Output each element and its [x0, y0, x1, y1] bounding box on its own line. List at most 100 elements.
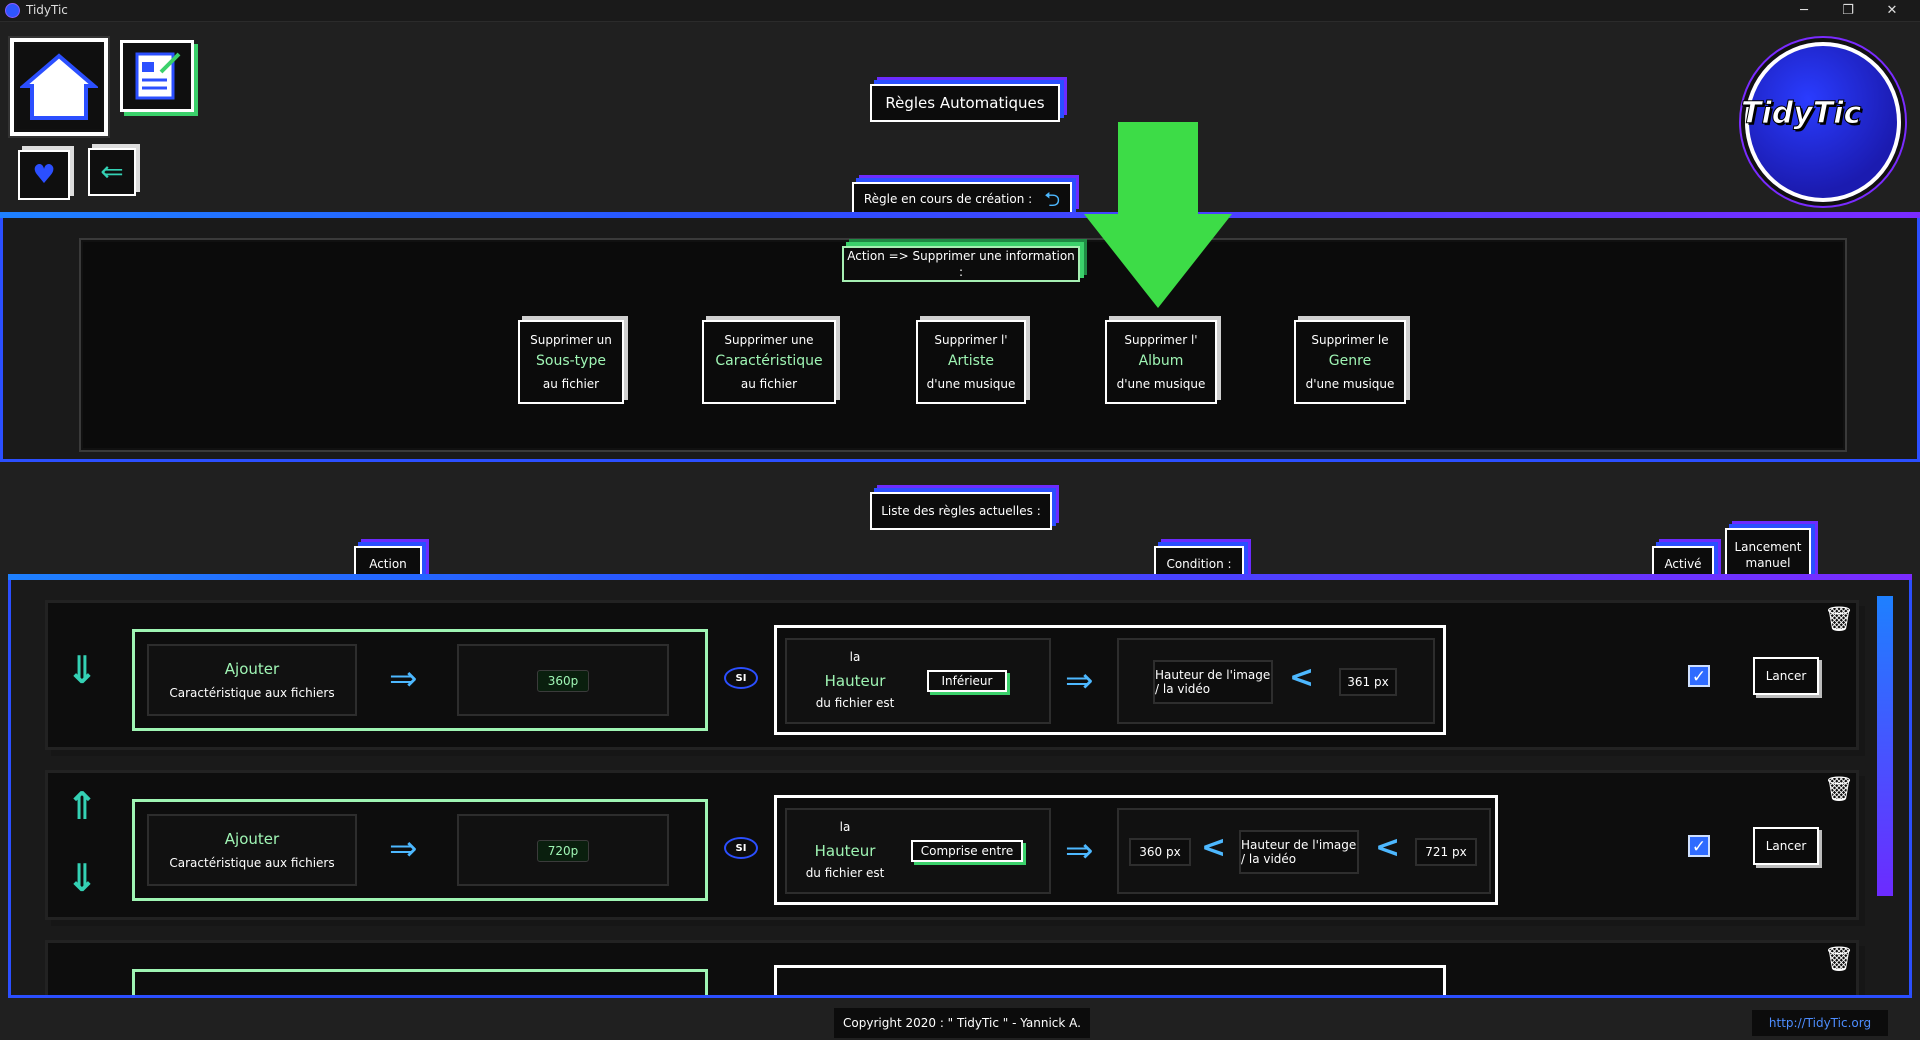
close-button[interactable]: ✕ — [1886, 3, 1898, 18]
condition-field: la Hauteur du fichier est Inférieur — [785, 638, 1051, 724]
app-icon — [5, 3, 20, 18]
rule-row: ⇑ ⇓ Ajouter Caractéristique aux fichiers… — [45, 770, 1859, 920]
delete-genre-button[interactable]: Supprimer le Genre d'une musique — [1294, 320, 1406, 404]
launch-button[interactable]: Lancer — [1753, 827, 1819, 865]
operator-dropdown[interactable]: Comprise entre — [911, 840, 1023, 862]
rule-condition-box: la Hauteur du fichier est Inférieur ⇒ Ha… — [774, 625, 1446, 735]
btn-line3: au fichier — [542, 376, 600, 391]
cond-field: Hauteur — [814, 842, 876, 860]
window-title: TidyTic — [26, 3, 68, 17]
action-desc: Ajouter Caractéristique aux fichiers — [147, 814, 357, 886]
action-title: Ajouter — [224, 660, 280, 678]
delete-album-button[interactable]: Supprimer l' Album d'une musique — [1105, 320, 1217, 404]
less-than-icon: < — [1289, 660, 1315, 695]
cond-article: la — [849, 650, 861, 664]
rule-row: ⇓ Ajouter Caractéristique aux fichiers ⇒… — [45, 600, 1859, 750]
arrow-down-icon[interactable]: ⇓ — [66, 856, 98, 900]
cond-article: la — [839, 820, 851, 834]
operator-dropdown[interactable]: Inférieur — [927, 670, 1007, 692]
arrow-right-icon: ⇒ — [1065, 831, 1094, 871]
home-button[interactable] — [10, 38, 108, 136]
creation-label-text: Règle en cours de création : — [863, 191, 1033, 206]
condition-min[interactable]: 360 px — [1129, 838, 1191, 866]
rule-condition-box: la Hauteur du fichier est Comprise entre… — [774, 795, 1498, 905]
btn-line2: Album — [1138, 353, 1184, 370]
rule-action-box: Ajouter Caractéristique aux fichiers ⇒ 3… — [132, 629, 708, 731]
document-edit-icon — [135, 52, 181, 100]
delete-artist-button[interactable]: Supprimer l' Artiste d'une musique — [916, 320, 1026, 404]
btn-line1: Supprimer un — [530, 332, 612, 347]
arrow-right-icon: ⇒ — [389, 659, 418, 699]
rules-list-label: Liste des règles actuelles : — [870, 492, 1052, 530]
trash-icon[interactable]: 🗑 — [1824, 775, 1855, 803]
action-label: Action => Supprimer une information : — [842, 246, 1080, 282]
btn-line2: Caractéristique — [715, 353, 823, 370]
delete-characteristic-button[interactable]: Supprimer une Caractéristique au fichier — [702, 320, 836, 404]
back-button[interactable]: ⇐ — [88, 148, 136, 196]
trash-icon[interactable]: 🗑 — [1824, 605, 1855, 633]
cond-field: Hauteur — [824, 672, 886, 690]
action-subtitle: Caractéristique aux fichiers — [169, 686, 335, 700]
arrow-up-icon[interactable]: ⇑ — [66, 784, 98, 828]
scrollbar-thumb[interactable] — [1877, 596, 1893, 896]
action-subtitle: Caractéristique aux fichiers — [169, 856, 335, 870]
action-value-box: 360p — [457, 644, 669, 716]
window-titlebar — [0, 0, 1920, 22]
copyright-text: Copyright 2020 : " TidyTic " - Yannick A… — [834, 1008, 1090, 1038]
rule-action-box — [132, 969, 708, 995]
arrow-down-icon[interactable]: ⇓ — [66, 648, 98, 692]
action-desc: Ajouter Caractéristique aux fichiers — [147, 644, 357, 716]
btn-line3: au fichier — [740, 376, 798, 391]
arrow-left-icon: ⇐ — [100, 155, 124, 188]
home-icon — [20, 53, 98, 120]
rule-condition-box — [774, 965, 1446, 995]
undo-icon[interactable]: ⮌ — [1044, 186, 1061, 211]
arrow-right-icon: ⇒ — [389, 829, 418, 869]
section-band-list — [8, 574, 1912, 580]
action-value: 720p — [537, 840, 589, 862]
btn-line2: Artiste — [947, 353, 995, 370]
launch-button[interactable]: Lancer — [1753, 657, 1819, 695]
btn-line1: Supprimer l' — [1124, 332, 1198, 347]
heart-icon: ♥ — [32, 160, 56, 190]
action-value-box: 720p — [457, 814, 669, 886]
btn-line3: d'une musique — [1116, 376, 1206, 391]
btn-line1: Supprimer l' — [934, 332, 1008, 347]
minimize-button[interactable]: ─ — [1800, 3, 1808, 18]
btn-line2: Sous-type — [536, 353, 606, 370]
action-title: Ajouter — [224, 830, 280, 848]
hint-arrow-icon — [1084, 122, 1232, 308]
restore-button[interactable]: ❐ — [1842, 3, 1854, 18]
section-band-top — [0, 212, 1920, 218]
active-checkbox[interactable]: ✓ — [1688, 835, 1710, 857]
rule-action-box: Ajouter Caractéristique aux fichiers ⇒ 7… — [132, 799, 708, 901]
logo-text: TidyTic — [1741, 96, 1862, 132]
condition-values: Hauteur de l'image / la vidéo < 361 px — [1117, 638, 1435, 724]
rules-editor-button[interactable] — [120, 40, 194, 112]
si-badge: SI — [724, 837, 758, 859]
delete-subtype-button[interactable]: Supprimer un Sous-type au fichier — [518, 320, 624, 404]
condition-max[interactable]: 721 px — [1415, 838, 1477, 866]
less-than-icon: < — [1375, 830, 1401, 865]
btn-line3: d'une musique — [926, 376, 1016, 391]
btn-line3: d'une musique — [1305, 376, 1395, 391]
trash-icon[interactable]: 🗑 — [1824, 945, 1855, 973]
btn-line2: Genre — [1328, 353, 1372, 370]
action-value: 360p — [537, 670, 589, 692]
condition-values: 360 px < Hauteur de l'image / la vidéo <… — [1117, 808, 1491, 894]
condition-target: Hauteur de l'image / la vidéo — [1153, 660, 1273, 704]
rules-list-frame: ⇓ Ajouter Caractéristique aux fichiers ⇒… — [8, 580, 1912, 998]
condition-max[interactable]: 361 px — [1339, 668, 1397, 696]
cond-suffix: du fichier est — [805, 866, 885, 880]
creation-label: Règle en cours de création : ⮌ — [852, 182, 1072, 216]
rule-row: 🗑 — [45, 940, 1859, 995]
website-link[interactable]: http://TidyTic.org — [1752, 1010, 1888, 1036]
condition-field: la Hauteur du fichier est Comprise entre — [785, 808, 1051, 894]
active-checkbox[interactable]: ✓ — [1688, 665, 1710, 687]
cond-suffix: du fichier est — [815, 696, 895, 710]
tidytic-logo: TidyTic — [1741, 42, 1901, 202]
arrow-right-icon: ⇒ — [1065, 661, 1094, 701]
less-than-icon: < — [1201, 830, 1227, 865]
favorites-button[interactable]: ♥ — [18, 150, 70, 200]
btn-line1: Supprimer une — [724, 332, 814, 347]
